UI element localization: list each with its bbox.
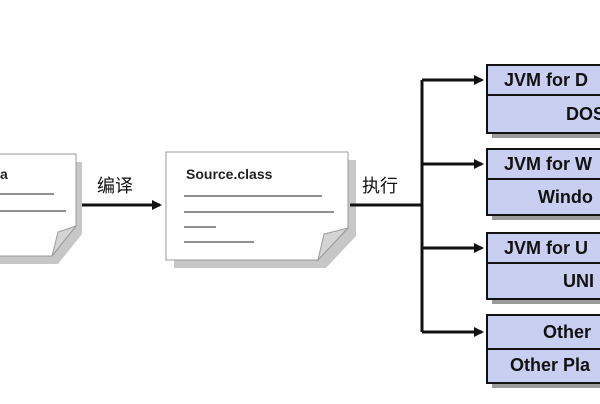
platform-box-dos <box>486 64 600 138</box>
source-document-fold <box>51 224 78 257</box>
platform-vm-cell <box>486 148 600 180</box>
platform-vm-label-other: Other <box>543 322 592 342</box>
platform-box-other <box>486 314 600 388</box>
class-document <box>165 151 356 268</box>
source-document-title: a <box>0 166 8 182</box>
platform-os-label-unix: UNI <box>563 271 594 291</box>
class-document-fold <box>317 227 350 262</box>
platform-os-cell <box>486 94 600 134</box>
platform-vm-cell <box>486 314 600 350</box>
platform-os-cell <box>486 348 600 384</box>
platform-os-label-dos: DOS <box>566 104 600 124</box>
platform-os-label-windows: Windo <box>538 187 593 207</box>
platform-vm-cell <box>486 232 600 264</box>
source-document <box>0 153 82 264</box>
platform-os-cell <box>486 262 600 300</box>
platform-vm-label-windows: JVM for W <box>504 154 592 174</box>
platform-vm-label-unix: JVM for U <box>504 238 589 258</box>
platform-box-unix <box>486 232 600 304</box>
class-document-title: Source.class <box>186 166 273 182</box>
platform-os-cell <box>486 178 600 216</box>
platform-os-label-other: Other Pla <box>510 355 591 375</box>
platform-vm-cell <box>486 64 600 96</box>
compile-label: 编译 <box>97 176 133 197</box>
platform-box-windows <box>486 148 600 220</box>
execute-label: 执行 <box>362 176 398 197</box>
platform-vm-label-dos: JVM for D <box>504 70 589 90</box>
